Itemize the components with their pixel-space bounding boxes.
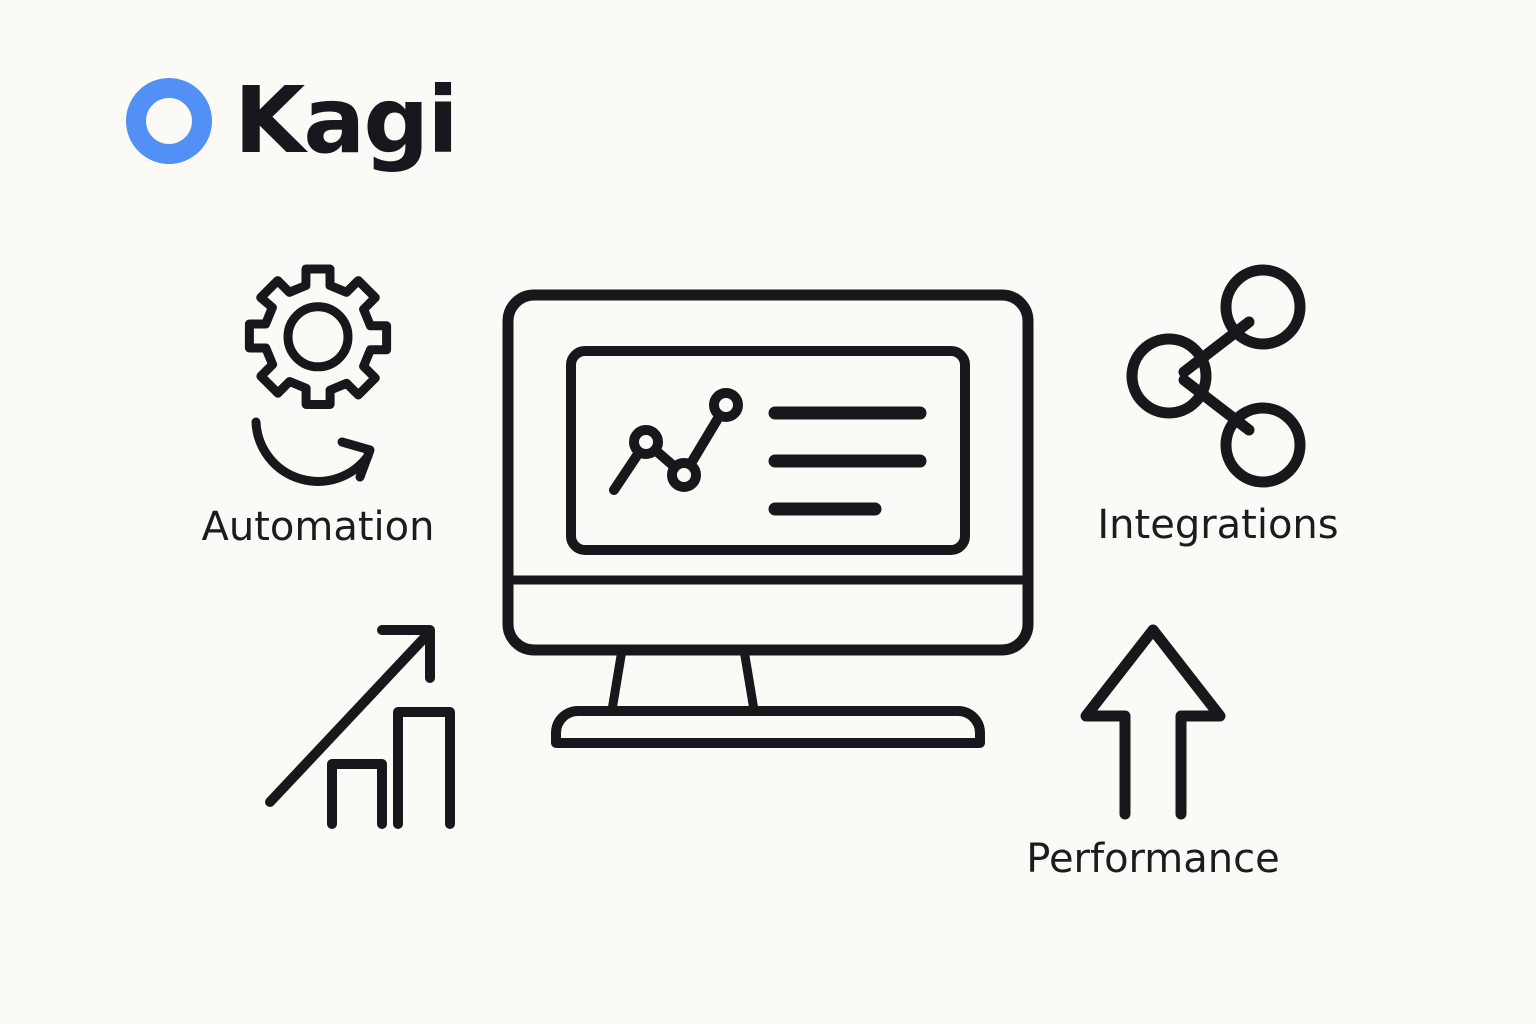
gear-refresh-icon bbox=[244, 264, 392, 486]
monitor-stand-right bbox=[739, 645, 759, 715]
kagi-ring-logo-icon bbox=[126, 78, 212, 164]
desktop-monitor-icon bbox=[498, 285, 1038, 755]
feature-performance-label: Performance bbox=[1026, 836, 1280, 882]
monitor-stand-left bbox=[607, 645, 627, 715]
feature-growth bbox=[250, 612, 470, 829]
arrow-up-outline-icon bbox=[1080, 624, 1226, 820]
kagi-wordmark: Kagi bbox=[234, 66, 459, 174]
share-nodes-icon bbox=[1126, 264, 1306, 488]
monitor-screen bbox=[566, 346, 970, 555]
screen-text-lines bbox=[768, 406, 927, 516]
feature-integrations-label: Integrations bbox=[1097, 502, 1339, 548]
growth-chart-arrow-icon bbox=[265, 625, 455, 829]
kagi-logo: Kagi bbox=[126, 66, 459, 174]
feature-automation: Automation bbox=[196, 262, 440, 550]
line-chart-icon bbox=[609, 388, 743, 495]
monitor-base bbox=[551, 706, 985, 748]
feature-automation-label: Automation bbox=[201, 504, 435, 550]
monitor-frame bbox=[502, 289, 1034, 656]
feature-integrations: Integrations bbox=[1075, 262, 1361, 548]
feature-performance: Performance bbox=[1008, 618, 1298, 882]
screen-content bbox=[609, 388, 927, 516]
